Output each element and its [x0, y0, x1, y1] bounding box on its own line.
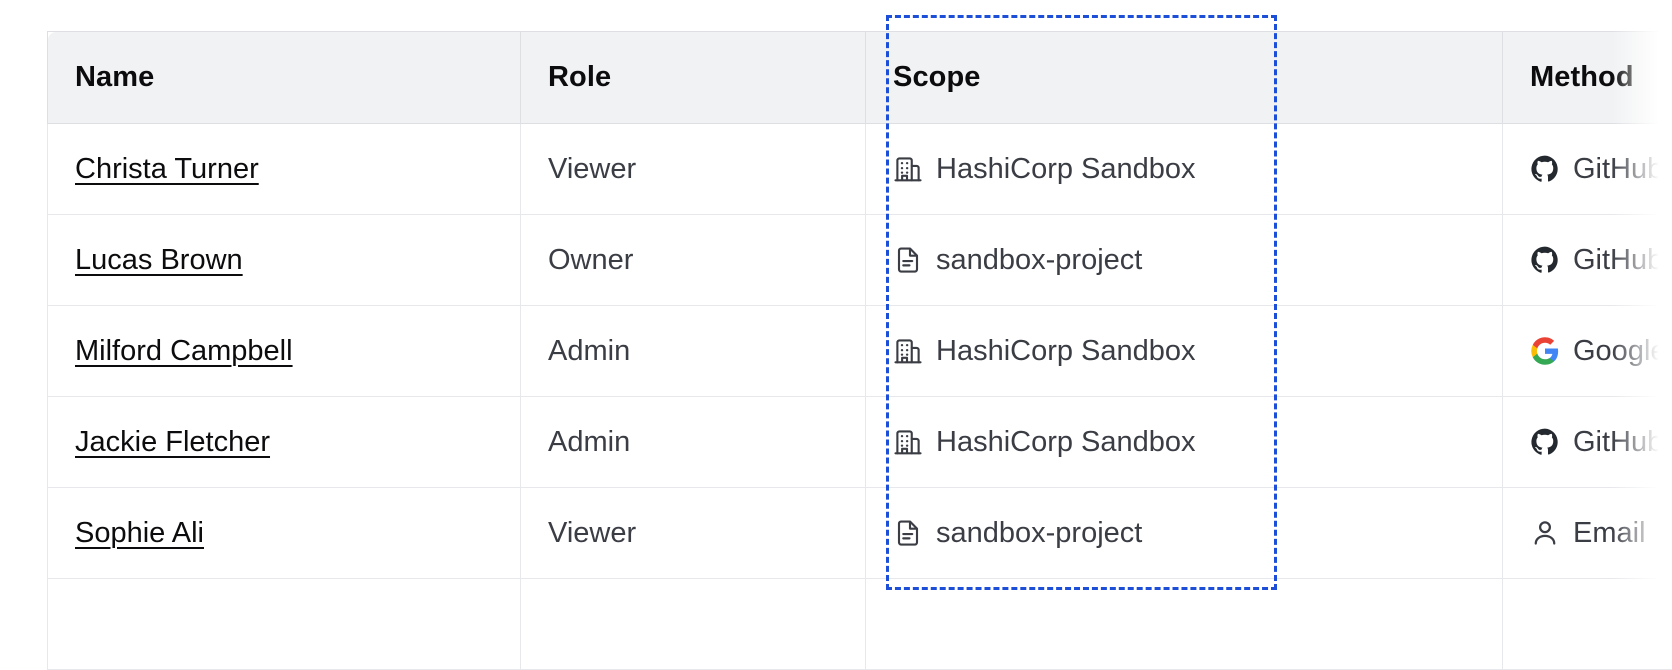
- table-body: Christa Turner Viewer: [48, 124, 1672, 670]
- cell-role: Owner: [521, 215, 866, 306]
- google-icon: [1530, 336, 1560, 366]
- member-name-link[interactable]: Sophie Ali: [75, 517, 204, 549]
- person-icon: [1530, 518, 1560, 548]
- members-table-screen: Name Role Scope Method Christa Turner Vi…: [0, 0, 1672, 652]
- member-name-link[interactable]: Milford Campbell: [75, 335, 293, 367]
- document-icon: [893, 518, 923, 548]
- cell-method: GitHub: [1503, 215, 1672, 306]
- cell-scope: HashiCorp Sandbox: [866, 306, 1503, 397]
- cell-role: Viewer: [521, 488, 866, 579]
- column-header-method[interactable]: Method: [1503, 32, 1672, 124]
- cell-name: Lucas Brown: [48, 215, 521, 306]
- table-row: [48, 579, 1672, 670]
- cell-scope: [866, 579, 1503, 670]
- building-icon: [893, 154, 923, 184]
- cell-method: [1503, 579, 1672, 670]
- github-icon: [1530, 245, 1560, 275]
- scope-label: sandbox-project: [936, 246, 1142, 275]
- column-header-name[interactable]: Name: [48, 32, 521, 124]
- method-label: Email: [1573, 519, 1646, 548]
- cell-method: Google: [1503, 306, 1672, 397]
- cell-scope: HashiCorp Sandbox: [866, 397, 1503, 488]
- cell-scope: sandbox-project: [866, 215, 1503, 306]
- cell-method: Email: [1503, 488, 1672, 579]
- member-name-link[interactable]: Jackie Fletcher: [75, 426, 270, 458]
- members-table: Name Role Scope Method Christa Turner Vi…: [47, 31, 1672, 670]
- member-name-link[interactable]: Christa Turner: [75, 153, 259, 185]
- table-row: Lucas Brown Owner sa: [48, 215, 1672, 306]
- table-row: Christa Turner Viewer: [48, 124, 1672, 215]
- table-row: Milford Campbell Admin: [48, 306, 1672, 397]
- table-header-row: Name Role Scope Method: [48, 32, 1672, 124]
- building-icon: [893, 427, 923, 457]
- cell-role: Viewer: [521, 124, 866, 215]
- column-header-role[interactable]: Role: [521, 32, 866, 124]
- cell-name: Sophie Ali: [48, 488, 521, 579]
- cell-name: Christa Turner: [48, 124, 521, 215]
- table-scroll-container[interactable]: Name Role Scope Method Christa Turner Vi…: [47, 31, 1672, 670]
- table-row: Jackie Fletcher Admin: [48, 397, 1672, 488]
- github-icon: [1530, 427, 1560, 457]
- scope-label: sandbox-project: [936, 519, 1142, 548]
- cell-name: [48, 579, 521, 670]
- document-icon: [893, 245, 923, 275]
- member-name-link[interactable]: Lucas Brown: [75, 244, 243, 276]
- cell-name: Jackie Fletcher: [48, 397, 521, 488]
- method-label: GitHub: [1573, 428, 1663, 457]
- cell-method: GitHub: [1503, 397, 1672, 488]
- method-label: GitHub: [1573, 246, 1663, 275]
- cell-method: GitHub: [1503, 124, 1672, 215]
- scope-label: HashiCorp Sandbox: [936, 428, 1196, 457]
- scope-label: HashiCorp Sandbox: [936, 155, 1196, 184]
- table-header: Name Role Scope Method: [48, 32, 1672, 124]
- scope-label: HashiCorp Sandbox: [936, 337, 1196, 366]
- column-header-scope[interactable]: Scope: [866, 32, 1503, 124]
- cell-role: Admin: [521, 397, 866, 488]
- method-label: GitHub: [1573, 155, 1663, 184]
- cell-role: Admin: [521, 306, 866, 397]
- cell-scope: HashiCorp Sandbox: [866, 124, 1503, 215]
- table-row: Sophie Ali Viewer sa: [48, 488, 1672, 579]
- cell-name: Milford Campbell: [48, 306, 521, 397]
- method-label: Google: [1573, 337, 1667, 366]
- cell-role: [521, 579, 866, 670]
- cell-scope: sandbox-project: [866, 488, 1503, 579]
- building-icon: [893, 336, 923, 366]
- github-icon: [1530, 154, 1560, 184]
